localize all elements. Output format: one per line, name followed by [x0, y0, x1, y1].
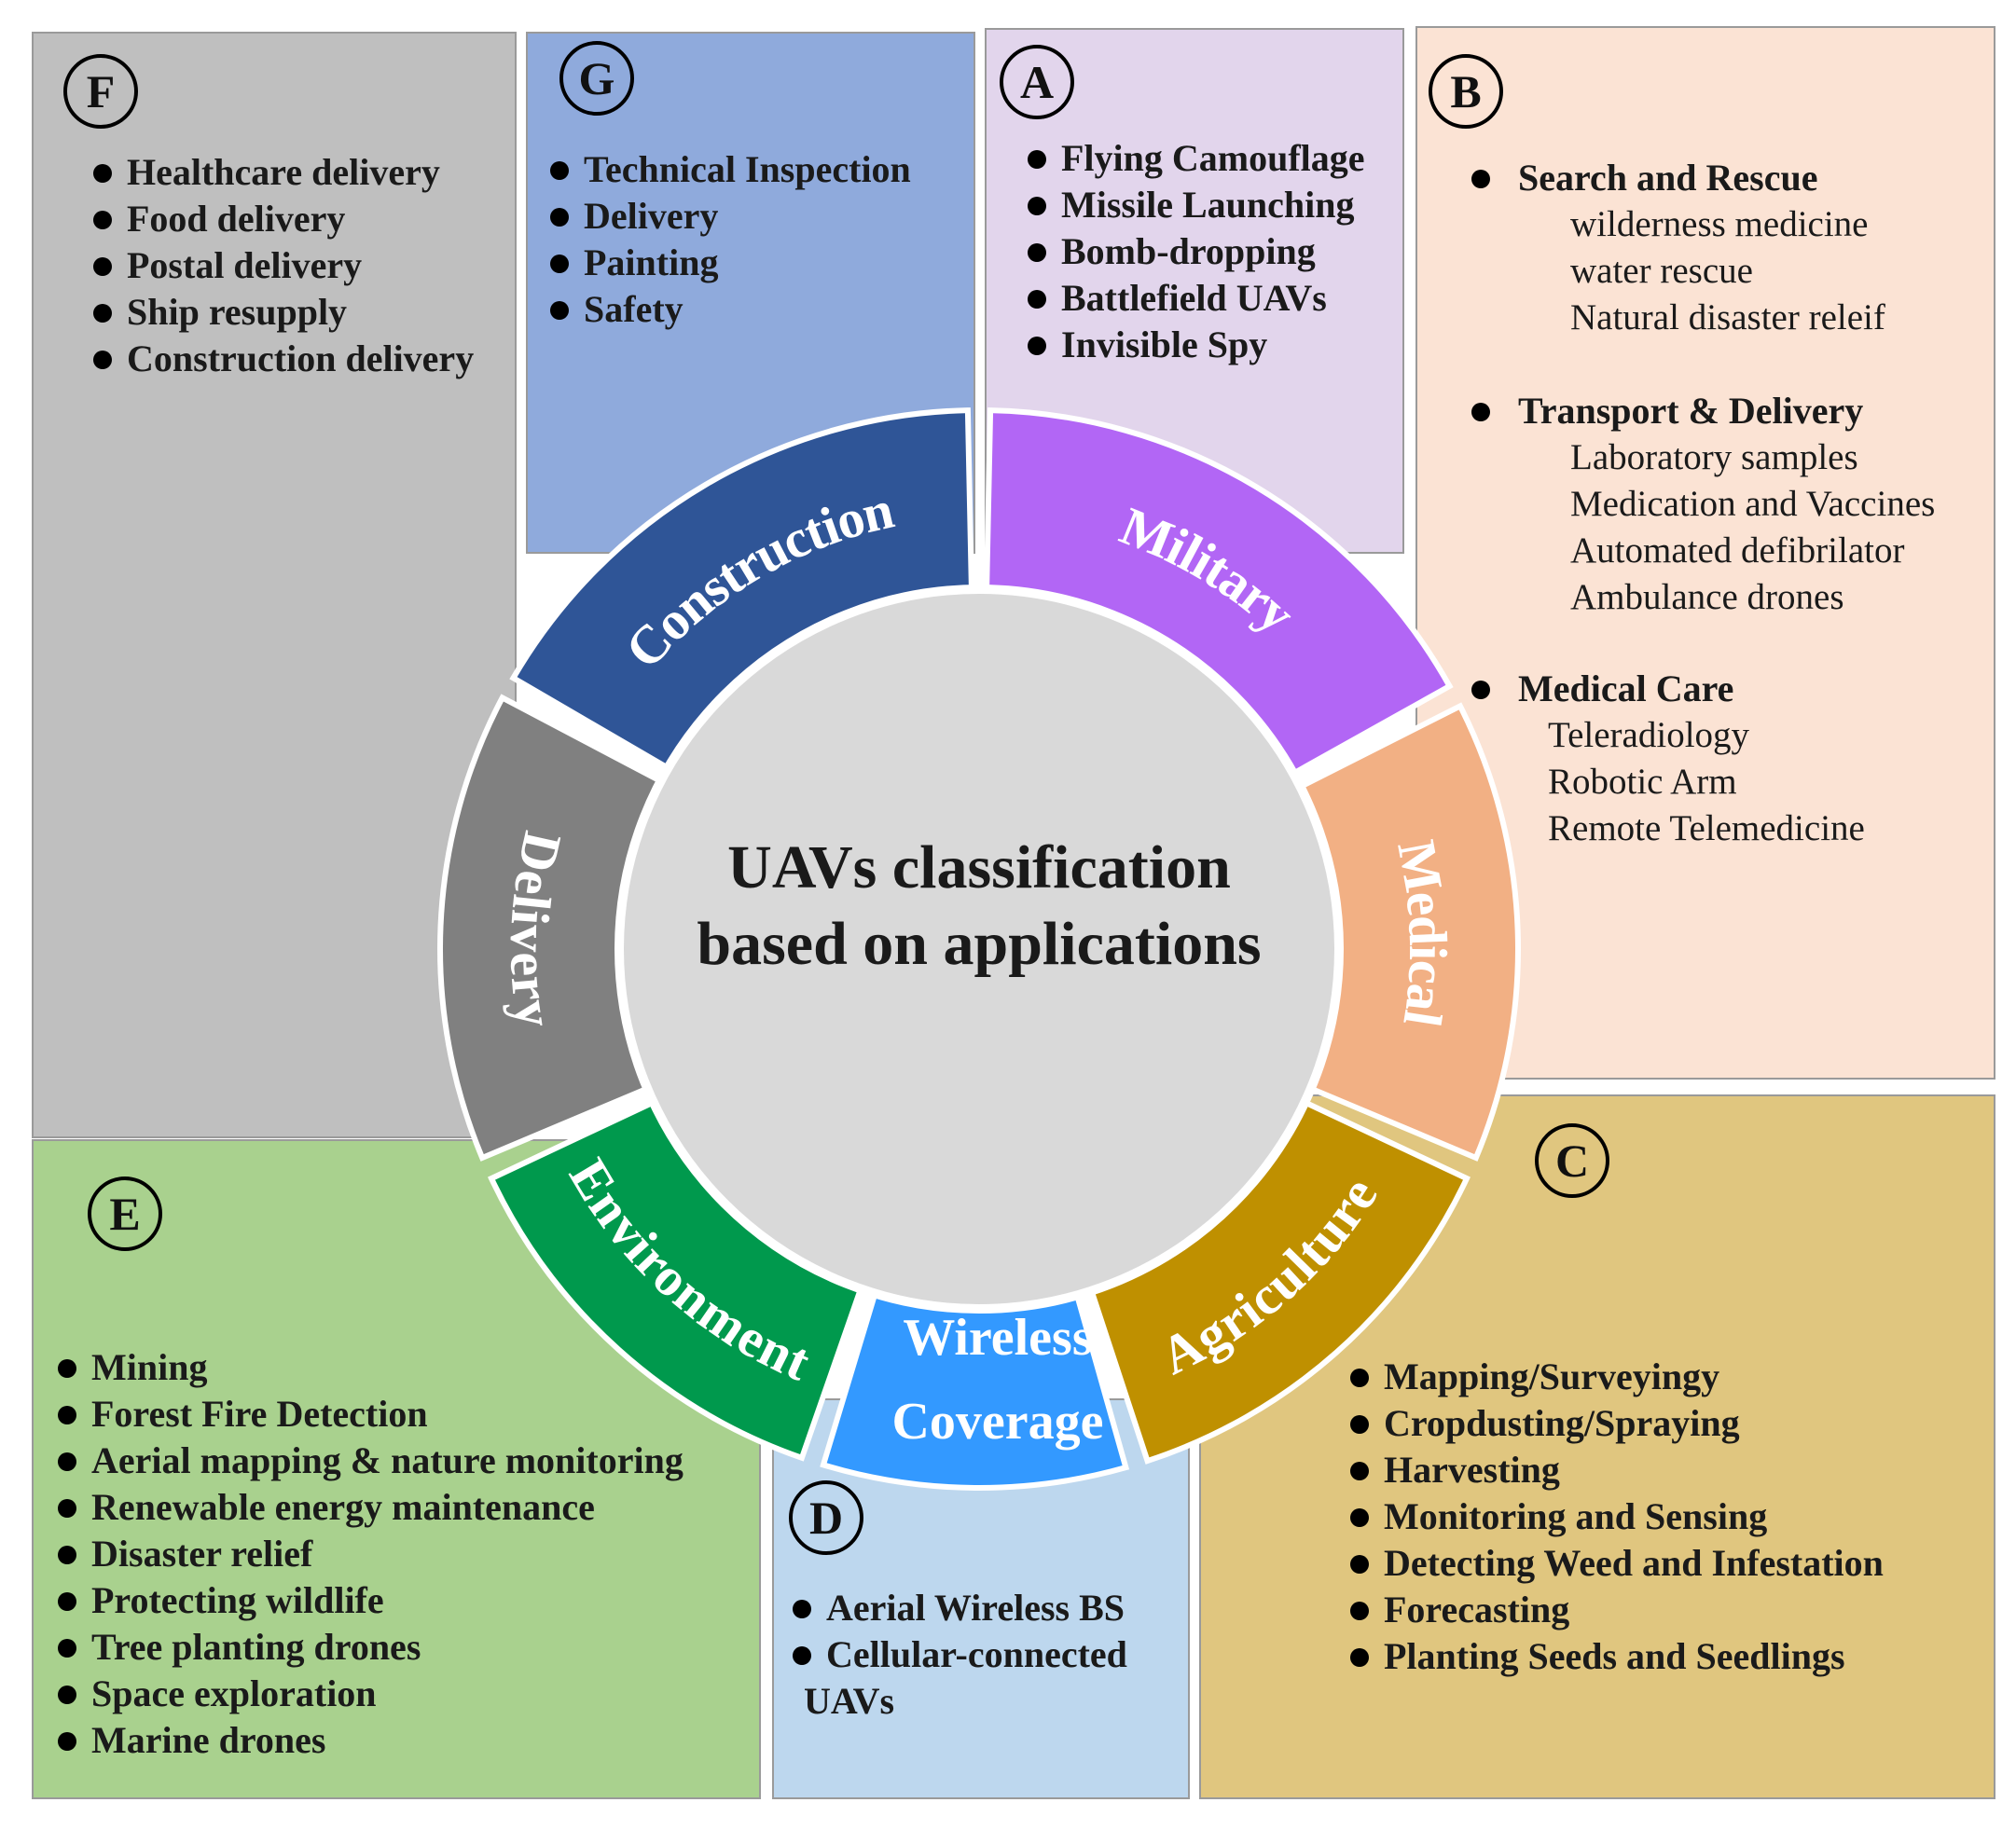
group-item: Robotic Arm [1548, 762, 1737, 802]
list-item: Detecting Weed and Infestation [1348, 1540, 1884, 1587]
list-item: UAVs [804, 1680, 895, 1722]
panel-b-group-transport-delivery: Transport & Delivery Laboratory samples … [1464, 388, 1935, 621]
segment-label-wireless-line-2: Coverage [891, 1393, 1103, 1451]
group-title: Transport & Delivery [1464, 388, 1935, 434]
segment-label-medical: Medical [1387, 835, 1459, 1030]
panel-c-list: Mapping/Surveyingy Cropdusting/Spraying … [1348, 1354, 1884, 1680]
panel-d-letter-badge: D [789, 1480, 863, 1555]
group-item: Automated defibrilator [1570, 530, 1905, 571]
list-item: Bomb-dropping [1026, 228, 1365, 275]
group-item: Natural disaster releif [1570, 297, 1885, 337]
panel-e-letter-badge: E [88, 1176, 162, 1251]
list-item: Aerial Wireless BS [791, 1585, 1127, 1631]
panel-a-letter-badge: A [1000, 45, 1074, 119]
group-item: Remote Telemedicine [1548, 808, 1865, 848]
center-hub [614, 585, 1344, 1314]
list-item: Harvesting [1348, 1447, 1884, 1493]
list-item: Protecting wildlife [56, 1577, 684, 1624]
list-item: Aerial mapping & nature monitoring [56, 1438, 684, 1484]
list-item: Cellular-connected [791, 1631, 1127, 1678]
panel-d-list: Aerial Wireless BS Cellular-connected UA… [791, 1585, 1127, 1725]
panel-c-letter-badge: C [1535, 1123, 1609, 1198]
panel-b-group-search-rescue: Search and Rescue wilderness medicine wa… [1464, 155, 1885, 341]
list-item: Ship resupply [91, 289, 474, 336]
list-item: Marine drones [56, 1717, 684, 1764]
list-item: Safety [548, 286, 911, 333]
list-item: Food delivery [91, 196, 474, 242]
panel-f-letter-badge: F [63, 54, 138, 129]
panel-g-letter-badge: G [559, 41, 634, 116]
list-item: Tree planting drones [56, 1624, 684, 1671]
panel-e-list: Mining Forest Fire Detection Aerial mapp… [56, 1344, 684, 1764]
diagram-title-line-2: based on applications [697, 910, 1261, 978]
list-item: Missile Launching [1026, 182, 1365, 228]
panel-a-list: Flying Camouflage Missile Launching Bomb… [1026, 135, 1365, 368]
list-item: Cropdusting/Spraying [1348, 1400, 1884, 1447]
group-item: wilderness medicine [1570, 204, 1869, 244]
list-item: Planting Seeds and Seedlings [1348, 1633, 1884, 1680]
list-item: Technical Inspection [548, 146, 911, 193]
list-item: Mining [56, 1344, 684, 1391]
group-title: Medical Care [1464, 666, 1865, 712]
group-item: water rescue [1570, 251, 1753, 291]
group-item: Laboratory samples [1570, 437, 1858, 477]
list-item: Delivery [548, 193, 911, 240]
panel-b-letter-badge: B [1429, 54, 1503, 129]
panel-f-delivery [32, 32, 517, 1138]
group-item: Medication and Vaccines [1570, 484, 1936, 524]
list-item: Construction delivery [91, 336, 474, 382]
list-item: Space exploration [56, 1671, 684, 1717]
list-item: Mapping/Surveyingy [1348, 1354, 1884, 1400]
list-item: Painting [548, 240, 911, 286]
panel-f-list: Healthcare delivery Food delivery Postal… [91, 149, 474, 382]
list-item: Disaster relief [56, 1531, 684, 1577]
list-item: Invisible Spy [1026, 322, 1365, 368]
list-item: Flying Camouflage [1026, 135, 1365, 182]
group-title: Search and Rescue [1464, 155, 1885, 201]
list-item: Renewable energy maintenance [56, 1484, 684, 1531]
list-item: Forest Fire Detection [56, 1391, 684, 1438]
group-item: Ambulance drones [1570, 577, 1844, 617]
panel-g-list: Technical Inspection Delivery Painting S… [548, 146, 911, 333]
list-item: Forecasting [1348, 1587, 1884, 1633]
list-item: Battlefield UAVs [1026, 275, 1365, 322]
diagram-title-line-1: UAVs classification [727, 833, 1231, 901]
list-item: Healthcare delivery [91, 149, 474, 196]
list-item: Monitoring and Sensing [1348, 1493, 1884, 1540]
list-item: Postal delivery [91, 242, 474, 289]
segment-label-wireless-line-1: Wireless [903, 1309, 1092, 1367]
panel-b-group-medical-care: Medical Care Teleradiology Robotic Arm R… [1464, 666, 1865, 852]
group-item: Teleradiology [1548, 715, 1750, 755]
